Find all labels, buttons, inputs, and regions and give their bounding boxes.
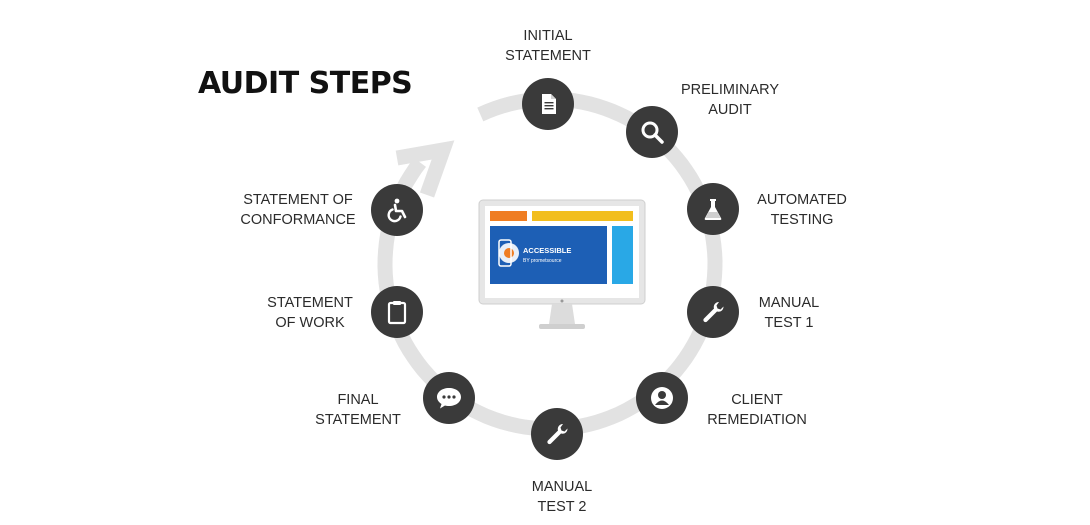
step-label-manual-test-1: MANUAL TEST 1 xyxy=(759,293,819,333)
step-label-initial-statement: INITIAL STATEMENT xyxy=(505,26,591,66)
brand-logo-dot xyxy=(504,248,514,258)
step-label-line-2: STATEMENT xyxy=(505,48,591,64)
step-label-preliminary-audit: PRELIMINARY AUDIT xyxy=(681,80,779,120)
step-label-line-2: REMEDIATION xyxy=(707,412,807,428)
monitor-illustration: ACCESSIBLE BY prometsource xyxy=(478,199,646,329)
step-label-line-1: INITIAL xyxy=(523,28,573,44)
ring-arrowhead xyxy=(395,140,455,198)
step-label-line-2: TESTING xyxy=(770,212,834,228)
step-node-manual-test-2 xyxy=(531,408,583,460)
screen-bar-yellow xyxy=(532,211,633,221)
wrench-icon xyxy=(700,299,726,325)
step-node-client-remediation xyxy=(636,372,688,424)
screen-panel-cyan xyxy=(612,226,633,284)
step-node-statement-of-conformance xyxy=(371,184,423,236)
step-label-line-1: PRELIMINARY xyxy=(680,82,780,98)
brand-line-2: BY prometsource xyxy=(523,258,562,264)
step-node-manual-test-1 xyxy=(687,286,739,338)
step-label-line-1: FINAL xyxy=(337,392,379,408)
step-label-line-1: STATEMENT xyxy=(267,295,353,311)
screen-bar-orange xyxy=(490,211,527,221)
brand-logo-tablet xyxy=(498,239,512,267)
step-label-line-1: CLIENT xyxy=(731,392,783,408)
clipboard-icon xyxy=(385,299,409,325)
document-icon xyxy=(536,92,560,116)
step-label-statement-of-work: STATEMENT OF WORK xyxy=(267,293,353,333)
monitor-base xyxy=(539,324,585,329)
chat-bubble-icon xyxy=(435,385,463,411)
step-label-client-remediation: CLIENT REMEDIATION xyxy=(707,390,807,430)
step-label-line-2: STATEMENT xyxy=(315,412,401,428)
step-label-line-1: AUTOMATED xyxy=(757,192,847,208)
step-label-final-statement: FINAL STATEMENT xyxy=(315,390,401,430)
step-label-line-2: OF WORK xyxy=(275,315,345,331)
step-label-line-2: AUDIT xyxy=(708,102,752,118)
flask-icon xyxy=(700,196,726,222)
wrench-icon xyxy=(544,421,570,447)
magnifier-icon xyxy=(639,119,665,145)
step-label-line-2: TEST 2 xyxy=(537,499,587,515)
monitor-power-dot xyxy=(560,299,564,303)
step-label-line-2: TEST 1 xyxy=(764,315,814,331)
step-label-line-1: MANUAL xyxy=(531,479,593,495)
wheelchair-icon xyxy=(384,197,410,223)
brand-line-1: ACCESSIBLE xyxy=(523,246,571,255)
step-label-automated-testing: AUTOMATED TESTING xyxy=(757,190,847,230)
step-label-manual-test-2: MANUAL TEST 2 xyxy=(532,477,592,517)
user-icon xyxy=(648,384,676,412)
step-node-preliminary-audit xyxy=(626,106,678,158)
monitor-neck xyxy=(549,304,575,324)
step-node-initial-statement xyxy=(522,78,574,130)
step-label-line-2: CONFORMANCE xyxy=(240,212,356,228)
step-node-final-statement xyxy=(423,372,475,424)
step-label-line-1: STATEMENT OF xyxy=(243,192,353,208)
step-label-line-1: MANUAL xyxy=(758,295,820,311)
step-node-automated-testing xyxy=(687,183,739,235)
step-node-statement-of-work xyxy=(371,286,423,338)
diagram-title: AUDIT STEPS xyxy=(198,66,413,101)
step-label-statement-of-conformance: STATEMENT OF CONFORMANCE xyxy=(240,190,355,230)
